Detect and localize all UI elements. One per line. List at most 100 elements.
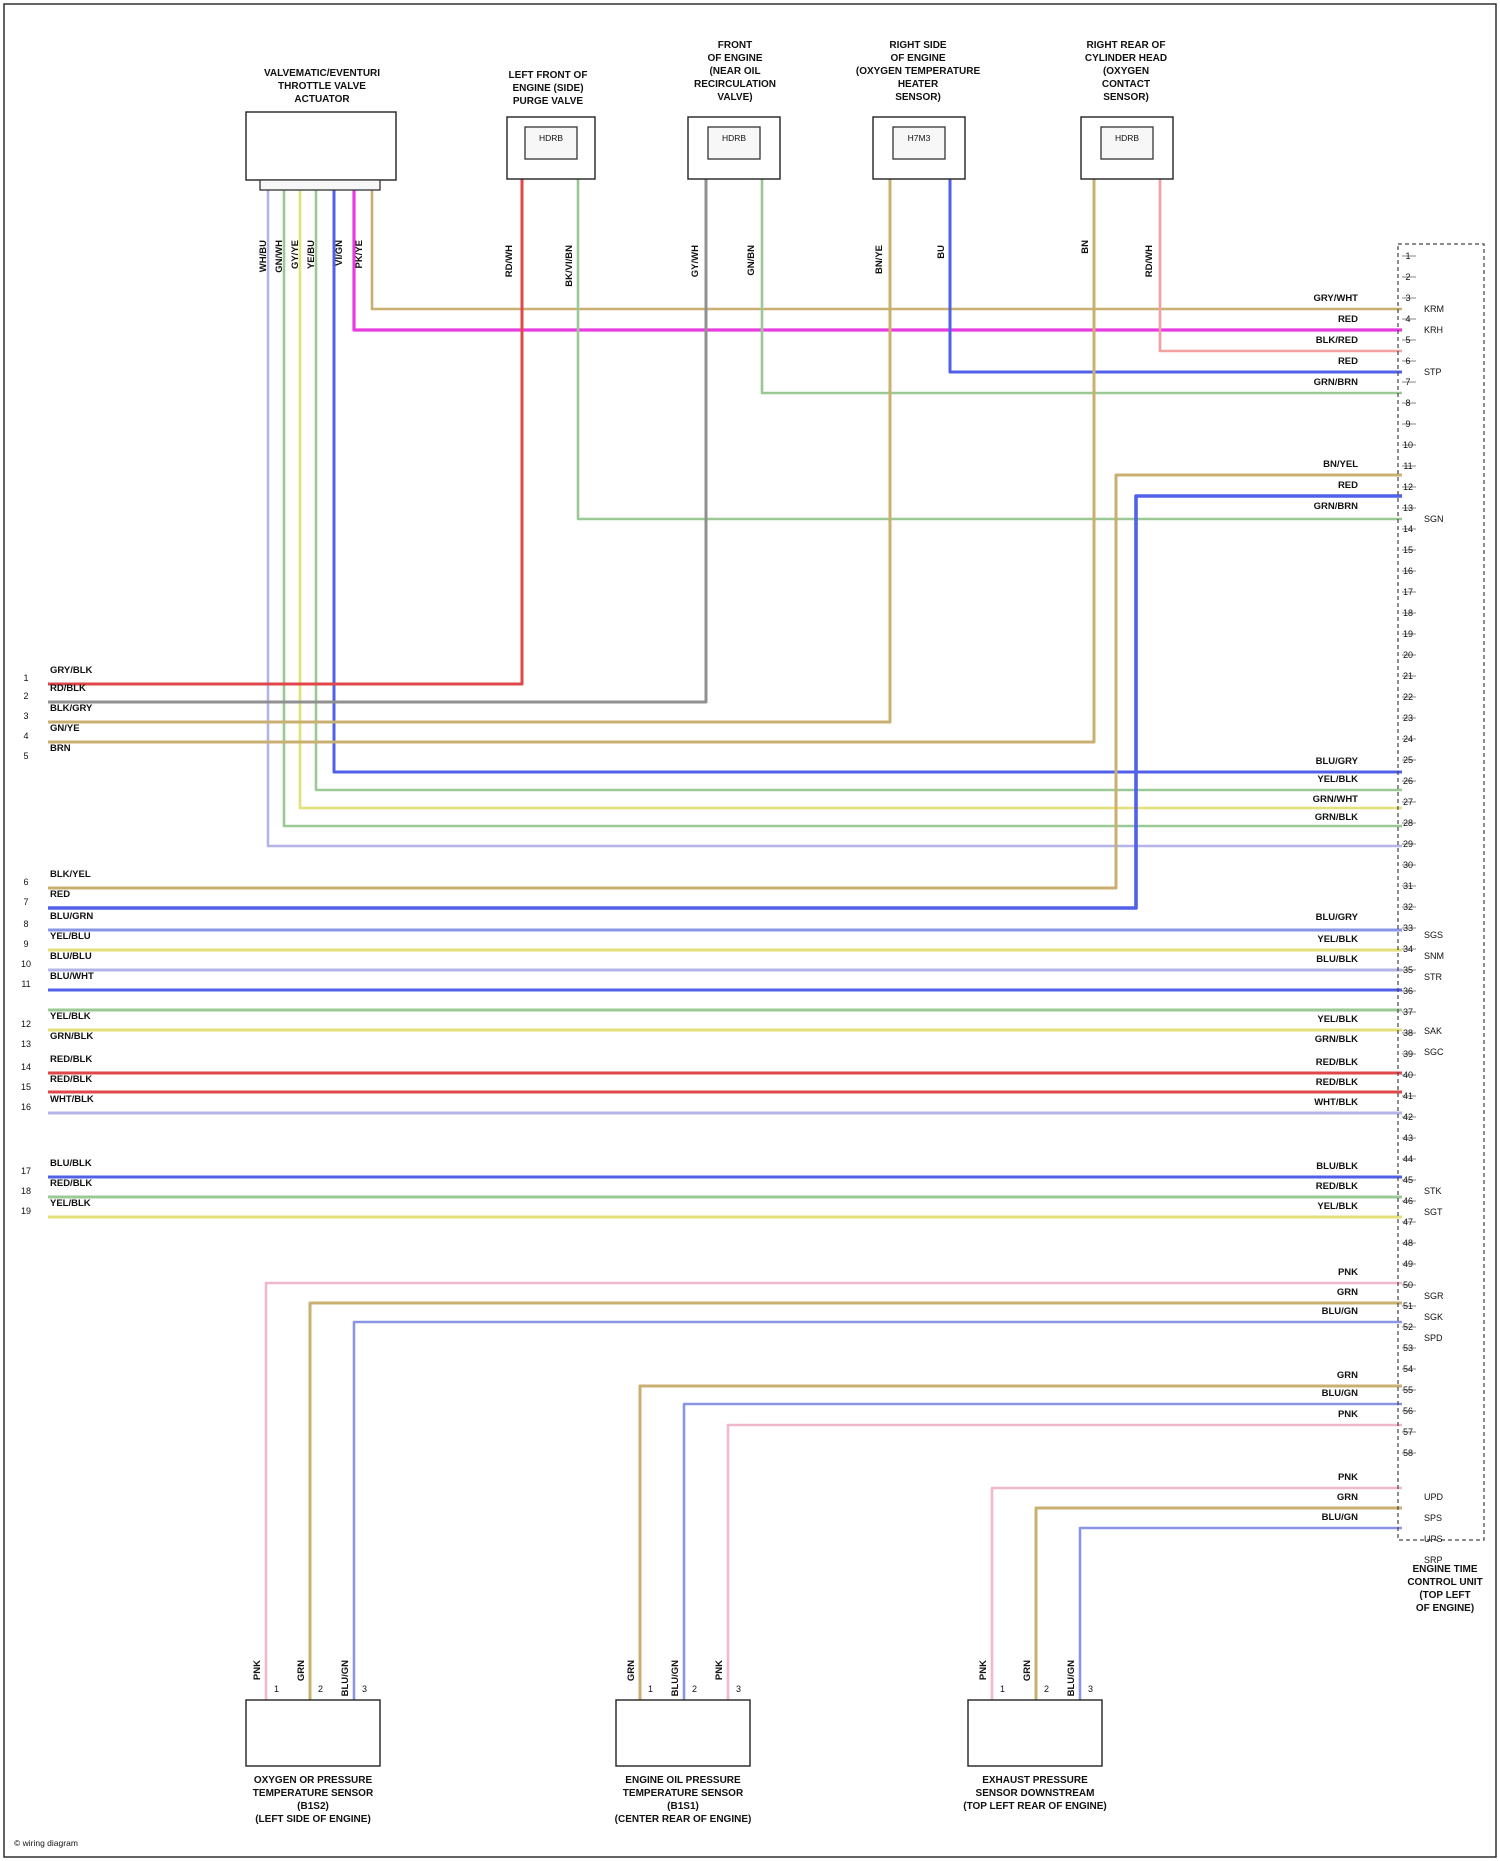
wire-s2-1 [640,1386,1402,1700]
left-wire-label-group3-1: YEL/BLK [50,1011,91,1022]
ecm-pin-number: 10 [1403,440,1413,450]
ecm-pin-number: 28 [1403,818,1413,828]
left-pin-number: 2 [23,691,28,701]
left-wire-label-group2-2: RED [50,889,70,900]
left-pin-number: 17 [21,1166,31,1176]
sensor-s1-label-1: OXYGEN OR PRESSURE [254,1775,373,1786]
ecm-pin-number: 58 [1403,1448,1413,1458]
ecm-terminal-code: SGR [1424,1291,1444,1301]
left-wire-label-group4-2: RED/BLK [50,1074,92,1085]
component-c5: RIGHT REAR OF CYLINDER HEAD (OXYGEN CONT… [1081,40,1173,179]
sensor-s3-label-3: (TOP LEFT REAR OF ENGINE) [963,1801,1107,1812]
left-pin-number: 9 [23,939,28,949]
right-wire-label-27: GRN [1337,1370,1358,1381]
right-wire-label-8: GRN/BRN [1314,501,1358,512]
wire-throttle-1 [372,190,1402,309]
ecm-pin-number: 4 [1405,314,1410,324]
right-wire-label-22: RED/BLK [1316,1181,1358,1192]
vertical-wire-label-17: BLU/GN [340,1660,351,1697]
vertical-wire-label-13: BN [1080,240,1091,254]
ecm-pin-number: 34 [1403,944,1413,954]
left-wire-label-group1-4: GN/YE [50,723,80,734]
ecm-pin-number: 15 [1403,545,1413,555]
ecm-terminal-code: UPD [1424,1492,1444,1502]
ecm-pin-number: 5 [1405,335,1410,345]
ecm-pin-number: 8 [1405,398,1410,408]
component-c5-label-3: (OXYGEN [1103,66,1149,77]
sensor-s1-label-3: (B1S2) [297,1801,329,1812]
component-c2: LEFT FRONT OF ENGINE (SIDE) PURGE VALVE … [507,70,595,179]
ecm-terminal-code: STP [1424,367,1442,377]
oxygen-heater-connector-text: H7M3 [908,133,931,143]
ecm-label-3: (TOP LEFT [1419,1590,1470,1601]
left-pin-number: 13 [21,1039,31,1049]
right-wire-label-28: BLU/GN [1322,1388,1359,1399]
right-wire-label-9: BLU/GRY [1316,756,1359,767]
ecm-pin-number: 41 [1403,1091,1413,1101]
ecm-pin-number: 54 [1403,1364,1413,1374]
wire-purge-2 [578,179,1402,519]
vertical-wire-label-12: BU [936,245,947,259]
throttle-actuator-box [246,112,396,180]
footer-text: © wiring diagram [14,1838,78,1848]
component-c4: RIGHT SIDE OF ENGINE (OXYGEN TEMPERATURE… [856,40,981,179]
ecm-pin-number: 30 [1403,860,1413,870]
component-c2-label-3: PURGE VALVE [513,96,584,107]
purge-valve-connector-text: HDRB [539,133,563,143]
ecm-pin-number: 20 [1403,650,1413,660]
ecm-terminal-code: SGS [1424,930,1443,940]
component-c3-label-2: OF ENGINE [707,53,762,64]
oxygen-contact-connector-text: HDRB [1115,133,1139,143]
ecm-terminal-code: KRM [1424,304,1444,314]
component-c1-label-2: THROTTLE VALVE [278,81,366,92]
left-wire-label-group3-2: GRN/BLK [50,1031,93,1042]
ecm-label-1: ENGINE TIME [1412,1564,1477,1575]
sensor-s1-box [246,1700,380,1766]
wire-throttle-6 [284,190,1402,826]
ecm-terminal-code: SPS [1424,1513,1442,1523]
sensor-s3-pin-number: 3 [1088,1684,1093,1694]
vertical-wire-label-21: PNK [978,1660,989,1680]
oxygen-contact-connector [1101,127,1153,159]
ecm-pin-number: 32 [1403,902,1413,912]
right-wire-label-1: GRY/WHT [1313,293,1358,304]
left-wire-label-group2-1: BLK/YEL [50,869,91,880]
component-s1: OXYGEN OR PRESSURE TEMPERATURE SENSOR (B… [246,1700,380,1825]
sensor-s1-label-4: (LEFT SIDE OF ENGINE) [255,1814,371,1825]
vertical-wire-label-22: GRN [1022,1660,1033,1681]
vertical-wire-label-15: PNK [252,1660,263,1680]
sensor-s1-pin-number: 1 [274,1684,279,1694]
component-c3-label-1: FRONT [718,40,752,51]
vertical-wire-label-11: BN/YE [874,245,885,274]
sensor-s3-pin-number: 2 [1044,1684,1049,1694]
component-c3-label-4: RECIRCULATION [694,79,776,90]
ecm-pin-number: 3 [1405,293,1410,303]
vertical-wire-label-19: BLU/GN [670,1660,681,1697]
right-wire-label-13: BLU/GRY [1316,912,1359,923]
sensor-s3-label-1: EXHAUST PRESSURE [982,1775,1088,1786]
ecm-pin-number: 35 [1403,965,1413,975]
right-wire-label-14: YEL/BLK [1317,934,1358,945]
right-wire-label-7: RED [1338,480,1358,491]
left-pin-number: 6 [23,877,28,887]
left-pin-number: 16 [21,1102,31,1112]
ecm-pin-number: 43 [1403,1133,1413,1143]
ecm-terminal-code: SGT [1424,1207,1443,1217]
ecm-pin-number: 21 [1403,671,1413,681]
vertical-wire-label-8: BK/VI/BN [564,245,575,287]
ecm-pin-number: 11 [1403,461,1412,471]
ecm-pin-number: 49 [1403,1259,1413,1269]
oxygen-heater-connector [893,127,945,159]
wire-s3-2 [1036,1508,1402,1700]
left-pin-number: 19 [21,1206,31,1216]
right-wire-label-32: BLU/GN [1322,1512,1359,1523]
component-c1-label-1: VALVEMATIC/EVENTURI [264,68,380,79]
left-wire-label-group5-3: YEL/BLK [50,1198,91,1209]
vertical-wire-label-16: GRN [296,1660,307,1681]
right-wire-label-15: BLU/BLK [1316,954,1358,965]
ecm-pin-number: 47 [1403,1217,1413,1227]
left-wire-label-group5-2: RED/BLK [50,1178,92,1189]
sensor-s1-pin-number: 3 [362,1684,367,1694]
